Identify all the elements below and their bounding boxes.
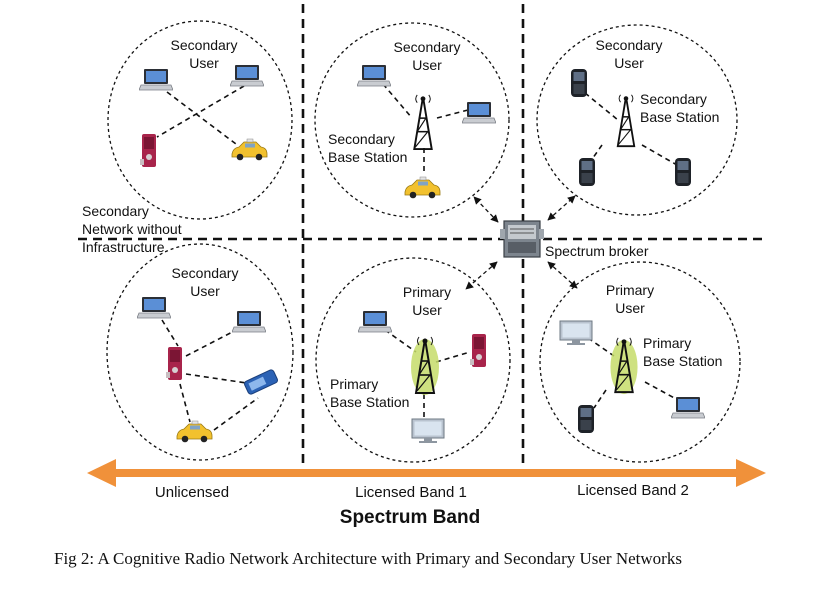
- spectrum-broker-label: Spectrum broker: [545, 243, 649, 259]
- taxi-icon: [404, 176, 441, 199]
- cell-label-line: User: [412, 302, 442, 318]
- taxi-icon: [231, 138, 268, 161]
- laptop-icon: [230, 64, 264, 87]
- desktop-monitor-icon: [559, 320, 593, 346]
- laptop-icon: [139, 68, 173, 91]
- laptop-icon: [357, 64, 391, 87]
- station-label-line: Secondary: [328, 131, 395, 147]
- station-label-line: Base Station: [640, 109, 719, 125]
- base-station-tower-icon: [610, 338, 637, 394]
- cell-label-line: User: [614, 55, 644, 71]
- station-label-line: Base Station: [330, 394, 409, 410]
- figure-caption: Fig 2: A Cognitive Radio Network Archite…: [54, 549, 682, 568]
- cell-label-line: Primary: [606, 282, 654, 298]
- smartphone-icon: [571, 69, 587, 97]
- mobile-phone-icon: [140, 134, 156, 167]
- laptop-icon: [671, 396, 705, 419]
- base-station-tower-icon: [616, 93, 636, 148]
- station-label-line: Secondary: [640, 91, 707, 107]
- cell-label-line: User: [190, 283, 220, 299]
- spectrum-band-title: Spectrum Band: [340, 507, 480, 528]
- smartphone-icon: [579, 158, 595, 186]
- base-station-tower-icon: [411, 337, 439, 395]
- cell-bottom-left: [106, 243, 294, 461]
- station-label-line: Base Station: [643, 353, 722, 369]
- cell-bottom-right: [539, 261, 741, 463]
- smartphone-icon: [578, 405, 594, 433]
- cell-label-line: Secondary: [171, 37, 238, 53]
- laptop-icon: [358, 310, 392, 333]
- cell-label-line: User: [189, 55, 219, 71]
- handheld-device-icon: [243, 368, 279, 396]
- smartphone-icon: [675, 158, 691, 186]
- cell-bottom-center: [315, 257, 511, 463]
- band-label-licensed-2: Licensed Band 2: [577, 482, 689, 499]
- band-label-unlicensed: Unlicensed: [155, 484, 229, 501]
- band-label-licensed-1: Licensed Band 1: [355, 484, 467, 501]
- mobile-phone-icon: [470, 334, 486, 367]
- taxi-icon: [176, 420, 213, 443]
- station-label-line: Primary: [643, 335, 691, 351]
- base-station-tower-icon: [413, 93, 433, 151]
- cell-label-line: User: [412, 57, 442, 73]
- cell-label-line: Secondary: [172, 265, 239, 281]
- station-label-line: Primary: [330, 376, 378, 392]
- cell-label-line: Secondary: [596, 37, 663, 53]
- cell-top-left: [107, 20, 293, 220]
- cell-top-right: [536, 24, 738, 216]
- desktop-monitor-icon: [411, 418, 445, 444]
- station-label-line: Base Station: [328, 149, 407, 165]
- laptop-icon: [462, 101, 496, 124]
- laptop-icon: [137, 296, 171, 319]
- spectrum-band-arrow: [87, 459, 766, 487]
- network-label-line: Network without: [82, 221, 182, 237]
- cell-label-line: User: [615, 300, 645, 316]
- network-label-line: Secondary: [82, 203, 149, 219]
- cell-top-center: [314, 22, 510, 218]
- cell-label-line: Primary: [403, 284, 451, 300]
- spectrum-broker-server-icon: [500, 220, 544, 258]
- laptop-icon: [232, 310, 266, 333]
- cell-label-line: Secondary: [394, 39, 461, 55]
- mobile-phone-icon: [166, 347, 182, 380]
- network-label-line: Infrastructure: [82, 239, 165, 255]
